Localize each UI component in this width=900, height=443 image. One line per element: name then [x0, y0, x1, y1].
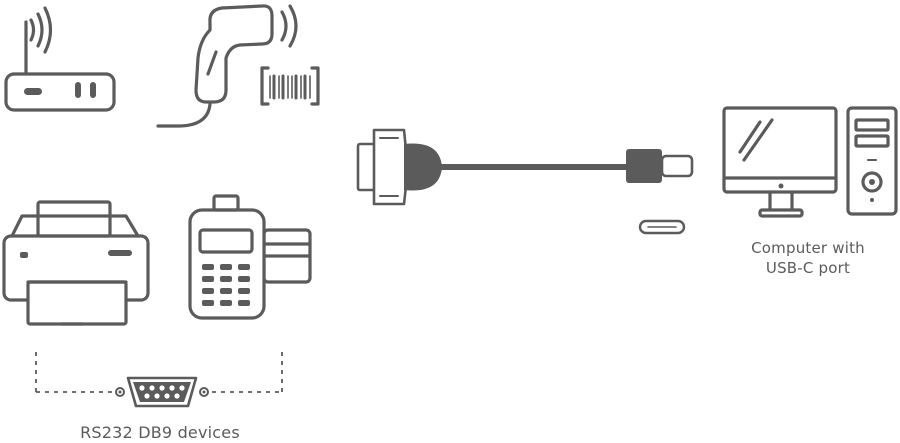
computer-caption-line2: USB-C port: [765, 259, 851, 277]
router-icon: [4, 6, 116, 112]
barcode-scanner-icon: [156, 4, 320, 128]
pos-terminal-icon: [188, 194, 312, 320]
printer-icon: [2, 200, 150, 326]
usb-c-port-icon: [638, 219, 686, 235]
db9-port-icon: [115, 376, 209, 408]
computer-caption: Computer with USB-C port: [720, 238, 896, 278]
db9-to-usbc-cable-icon: [356, 128, 694, 206]
device-bracket: [35, 352, 283, 393]
devices-caption: RS232 DB9 devices: [80, 423, 240, 442]
computer-caption-line1: Computer with: [751, 239, 865, 257]
desktop-computer-icon: [722, 106, 898, 218]
